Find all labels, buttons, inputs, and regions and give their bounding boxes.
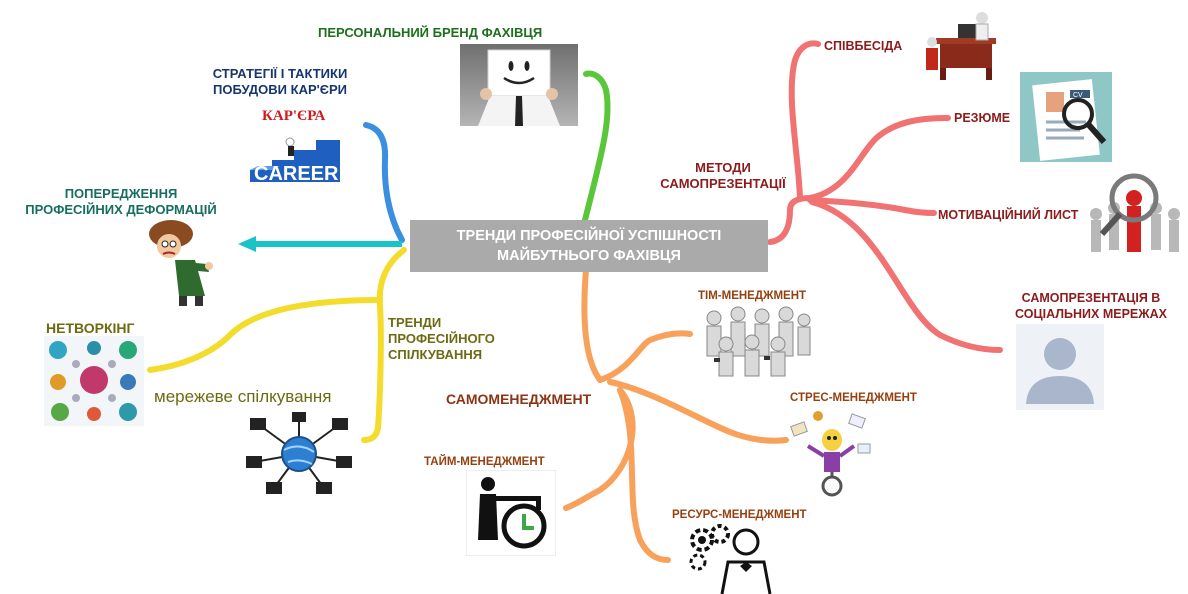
center-title-line-1: ТРЕНДИ ПРОФЕСІЙНОЇ УСПІШНОСТІ — [456, 228, 722, 244]
selected-person-magnifier-icon — [1090, 173, 1180, 252]
worried-woman-icon — [149, 220, 213, 306]
interview-label[interactable]: СПІВБЕСІДА — [824, 39, 903, 53]
branch-yellow-networking-line — [147, 297, 383, 373]
resource-management-label[interactable]: РЕСУРС-МЕНЕДЖМЕНТ — [672, 509, 807, 521]
branch-red-letter-line — [807, 197, 937, 216]
motivation-letter-label[interactable]: МОТИВАЦІЙНИЙ ЛИСТ — [938, 208, 1079, 222]
prevention-line-1: ПОПЕРЕДЖЕННЯ — [64, 186, 178, 201]
branch-red-line — [767, 195, 813, 245]
gears-person-icon — [689, 524, 772, 594]
branch-red-interview-line — [788, 40, 821, 201]
career-strategies-label[interactable]: СТРАТЕГІЇ І ТАКТИКИ ПОБУДОВИ КАР'ЄРИ — [196, 66, 364, 98]
social-presentation-line-2: СОЦІАЛЬНИХ МЕРЕЖАХ — [1015, 307, 1167, 321]
interview-desk-icon — [926, 12, 996, 80]
career-stairs-icon: CAREER — [250, 137, 340, 182]
branch-orange-resource-line — [617, 387, 671, 563]
social-presentation-label[interactable]: САМОПРЕЗЕНТАЦІЯ В СОЦІАЛЬНИХ МЕРЕЖАХ — [1000, 290, 1182, 322]
branch-green-line — [581, 70, 611, 227]
resume-magnifier-icon: CV — [1020, 72, 1112, 162]
branch-red-social-line — [809, 199, 1003, 353]
smiley-sign-person-icon — [460, 44, 578, 126]
resume-label[interactable]: РЕЗЮМЕ — [954, 111, 1011, 125]
self-presentation-methods-label[interactable]: МЕТОДИ САМОПРЕЗЕНТАЦІЇ — [648, 160, 798, 192]
branch-orange-time-line — [563, 387, 636, 511]
career-sign-text: CAREER — [254, 163, 339, 182]
personal-brand-label[interactable]: ПЕРСОНАЛЬНИЙ БРЕНД ФАХІВЦЯ — [318, 25, 543, 40]
resume-cv-tag: CV — [1073, 92, 1083, 99]
networking-people-icon — [44, 336, 144, 426]
career-word: КАР'ЄРА — [262, 108, 326, 124]
self-management-label[interactable]: САМОМЕНЕДЖМЕНТ — [446, 391, 592, 407]
computer-network-globe-icon — [246, 412, 352, 494]
branch-yellow-line — [361, 247, 407, 443]
branch-cyan-arrowhead — [238, 236, 256, 252]
self-presentation-methods-line-1: МЕТОДИ — [695, 160, 751, 175]
clock-businessman-icon — [466, 470, 556, 556]
communication-line-3: СПІЛКУВАННЯ — [388, 347, 483, 362]
user-silhouette-icon — [1016, 324, 1104, 410]
prevention-label[interactable]: ПОПЕРЕДЖЕННЯ ПРОФЕСІЙНИХ ДЕФОРМАЦІЙ — [8, 186, 234, 218]
branch-blue-line — [363, 122, 405, 243]
communication-line-1: ТРЕНДИ — [388, 315, 442, 330]
network-communication-label[interactable]: мережеве спілкування — [154, 387, 332, 406]
career-strategies-line-2: ПОБУДОВИ КАР'ЄРИ — [213, 82, 347, 97]
self-presentation-methods-line-2: САМОПРЕЗЕНТАЦІЇ — [660, 176, 786, 191]
stressed-juggler-icon — [790, 411, 871, 497]
prevention-line-2: ПРОФЕСІЙНИХ ДЕФОРМАЦІЙ — [25, 202, 217, 217]
branch-orange-stress-line — [607, 379, 789, 444]
branch-orange-team-line — [597, 330, 693, 383]
communication-line-2: ПРОФЕСІЙНОГО — [388, 331, 495, 346]
career-strategies-line-1: СТРАТЕГІЇ І ТАКТИКИ — [212, 66, 348, 81]
networking-label[interactable]: НЕТВОРКІНГ — [46, 320, 135, 336]
center-title-line-2: МАЙБУТНЬОГО ФАХІВЦЯ — [497, 248, 681, 264]
communication-label[interactable]: ТРЕНДИ ПРОФЕСІЙНОГО СПІЛКУВАННЯ — [388, 315, 495, 363]
social-presentation-line-1: САМОПРЕЗЕНТАЦІЯ В — [1021, 291, 1161, 305]
time-management-label[interactable]: ТАЙМ-МЕНЕДЖМЕНТ — [424, 456, 545, 468]
center-topic[interactable]: ТРЕНДИ ПРОФЕСІЙНОЇ УСПІШНОСТІ МАЙБУТНЬОГ… — [410, 220, 768, 272]
team-people-icon — [706, 306, 811, 377]
team-management-label[interactable]: ТІМ-МЕНЕДЖМЕНТ — [698, 290, 807, 302]
branch-red-resume-line — [807, 115, 951, 201]
stress-management-label[interactable]: СТРЕС-МЕНЕДЖМЕНТ — [790, 392, 917, 404]
branch-orange-line — [581, 267, 603, 383]
